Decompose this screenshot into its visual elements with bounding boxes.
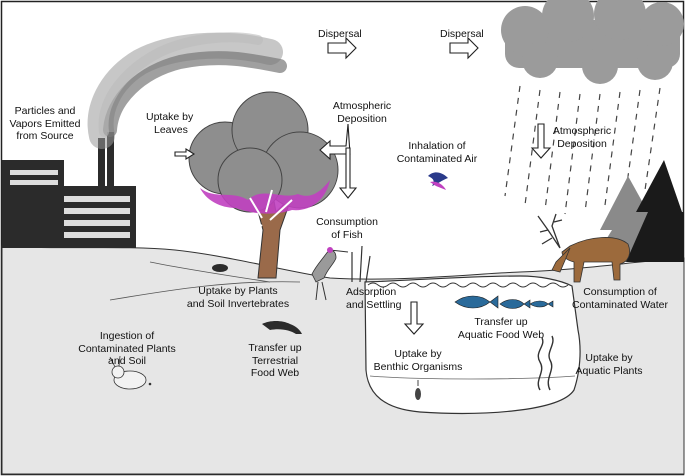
label-ingestion: Ingestion of Contaminated Plants and Soi… xyxy=(78,330,176,367)
deer xyxy=(537,213,630,283)
water-surface xyxy=(367,282,569,288)
aquatic-plants xyxy=(537,335,554,391)
label-aquatic-food-web: Transfer up Aquatic Food Web xyxy=(457,316,545,341)
label-atmospheric-deposition-left: Atmospheric Deposition xyxy=(332,100,392,125)
label-terrestrial-food-web: Transfer up Terrestrial Food Web xyxy=(248,342,302,379)
arrows xyxy=(174,36,552,335)
atm-deposition-arrow-down xyxy=(338,147,358,199)
label-uptake-plants: Uptake by Plants and Soil Invertebrates xyxy=(186,285,290,310)
label-uptake-leaves: Uptake by Leaves xyxy=(146,111,194,136)
label-aquatic-plants: Uptake by Aquatic Plants xyxy=(575,352,643,377)
benthic-organism xyxy=(415,380,421,400)
water-body xyxy=(364,275,581,414)
reeds xyxy=(351,245,371,283)
heron xyxy=(311,247,349,301)
label-consumption-water: Consumption of Contaminated Water xyxy=(572,286,668,311)
water-bottom-line xyxy=(369,375,576,380)
soil-line xyxy=(149,261,271,283)
canopy-highlight xyxy=(200,180,330,214)
soil-line xyxy=(109,281,301,301)
uptake-leaves-arrow xyxy=(174,148,196,160)
label-adsorption-settling: Adsorption and Settling xyxy=(346,286,402,311)
label-atmospheric-deposition-right: Atmospheric Deposition xyxy=(552,125,612,150)
smoke-plume xyxy=(87,32,287,149)
caterpillar xyxy=(262,321,302,334)
atm-deposition-arrow-tree xyxy=(319,123,351,161)
atm-deposition-arrow-rain xyxy=(530,123,552,159)
label-inhalation: Inhalation of Contaminated Air xyxy=(396,140,478,165)
adsorption-arrow xyxy=(403,301,425,335)
fish-group xyxy=(454,295,554,309)
dispersal-arrow-right xyxy=(449,36,479,60)
dispersal-arrow-left xyxy=(327,36,357,60)
label-dispersal-right: Dispersal xyxy=(440,28,484,40)
rabbit xyxy=(109,355,152,390)
soil-debris xyxy=(212,264,228,272)
label-benthic-organisms: Uptake by Benthic Organisms xyxy=(373,348,463,373)
rain xyxy=(504,85,661,215)
label-dispersal-left: Dispersal xyxy=(318,28,362,40)
label-particles-vapors: Particles and Vapors Emitted from Source xyxy=(9,105,81,142)
tree xyxy=(188,91,339,279)
factory xyxy=(2,132,136,248)
label-consumption-fish: Consumption of Fish xyxy=(316,216,378,241)
rain-cloud xyxy=(501,0,684,84)
bird xyxy=(428,172,448,190)
